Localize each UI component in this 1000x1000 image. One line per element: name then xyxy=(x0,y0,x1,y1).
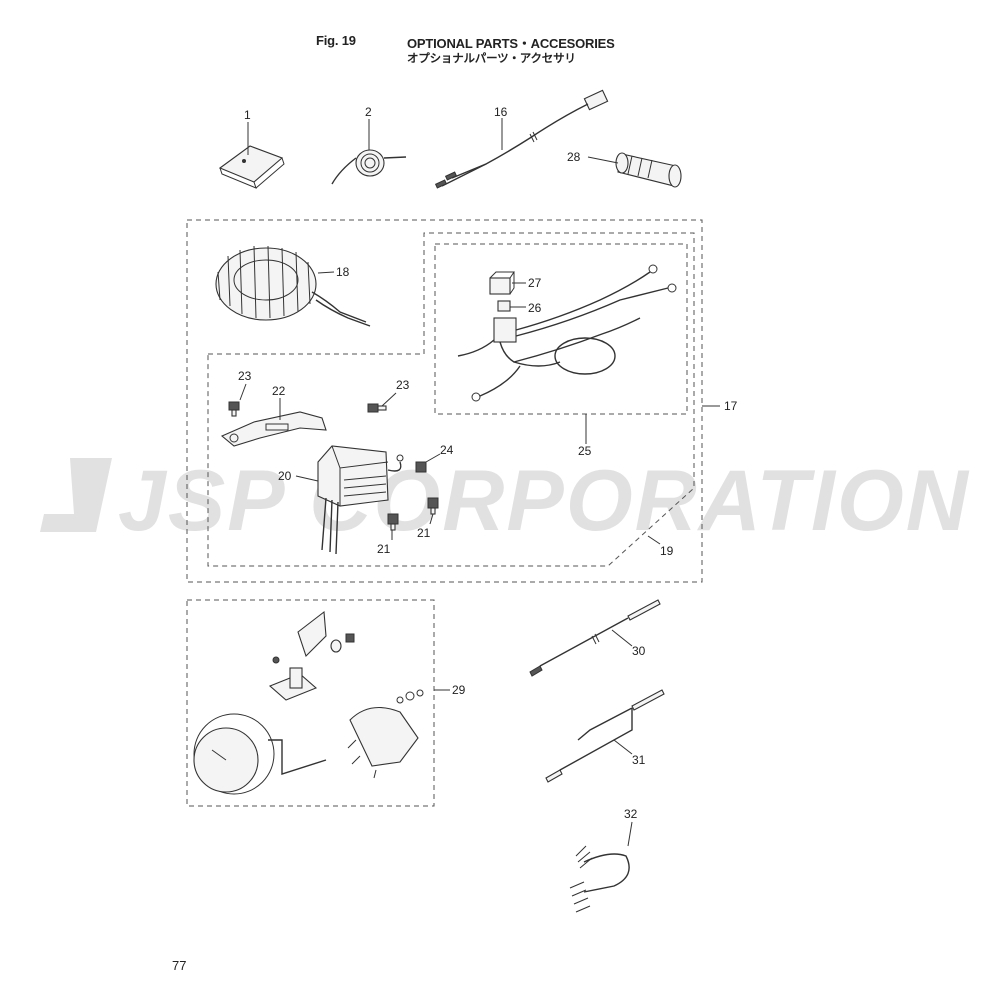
part-2-spring xyxy=(331,119,407,185)
callout-24: 24 xyxy=(440,443,454,457)
part-21-bolt-right xyxy=(427,497,439,525)
callout-numbers: 1 2 16 28 18 27 26 23 22 23 17 24 25 20 … xyxy=(238,105,738,821)
part-21-bolt-left xyxy=(387,513,399,540)
title-english: OPTIONAL PARTS・ACCESORIES xyxy=(407,36,615,51)
part-23-bolt-right xyxy=(367,392,397,413)
part-23-bolt-left xyxy=(228,383,247,417)
part-22-bracket xyxy=(220,398,327,447)
watermark-logo: JSP CORPORATION xyxy=(40,453,970,549)
callout-16: 16 xyxy=(494,105,508,119)
callout-18: 18 xyxy=(336,265,350,279)
callout-25: 25 xyxy=(578,444,592,458)
group-box-29 xyxy=(186,599,435,807)
part-18-stator xyxy=(215,245,371,327)
page-number: 77 xyxy=(172,958,187,973)
group-box-19 xyxy=(207,232,695,567)
callout-19: 19 xyxy=(660,544,674,558)
callout-28: 28 xyxy=(567,150,581,164)
title-japanese: オプショナルパーツ・アクセサリ xyxy=(407,51,576,65)
part-26-connector xyxy=(497,300,526,312)
part-28-grip xyxy=(587,152,682,188)
leader-19 xyxy=(647,535,661,545)
callout-2: 2 xyxy=(365,105,372,119)
callout-31: 31 xyxy=(632,753,646,767)
part-32-harness xyxy=(569,821,633,913)
part-27-connector xyxy=(489,271,526,295)
callout-26: 26 xyxy=(528,301,542,315)
part-16-cable xyxy=(434,89,609,189)
callout-22: 22 xyxy=(272,384,286,398)
callout-21-right: 21 xyxy=(417,526,431,540)
figure-label: Fig. 19 xyxy=(316,33,356,48)
callout-20: 20 xyxy=(278,469,292,483)
part-31-cable xyxy=(545,689,665,783)
callout-17: 17 xyxy=(724,399,738,413)
callout-32: 32 xyxy=(624,807,638,821)
callout-27: 27 xyxy=(528,276,542,290)
part-24-bolt xyxy=(415,453,441,473)
part-25-harness xyxy=(457,264,677,444)
callout-29: 29 xyxy=(452,683,466,697)
part-30-cable xyxy=(529,599,661,677)
group-box-17 xyxy=(186,219,703,583)
callout-21-left: 21 xyxy=(377,542,391,556)
callout-1: 1 xyxy=(244,108,251,122)
callout-23-left: 23 xyxy=(238,369,252,383)
group-box-25 xyxy=(434,243,688,415)
part-1-pad xyxy=(218,122,285,189)
callout-23-right: 23 xyxy=(396,378,410,392)
watermark-text: JSP CORPORATION xyxy=(118,453,970,549)
part-20-regulator xyxy=(295,445,404,555)
part-29-speedometer-kit xyxy=(193,610,450,795)
callout-30: 30 xyxy=(632,644,646,658)
